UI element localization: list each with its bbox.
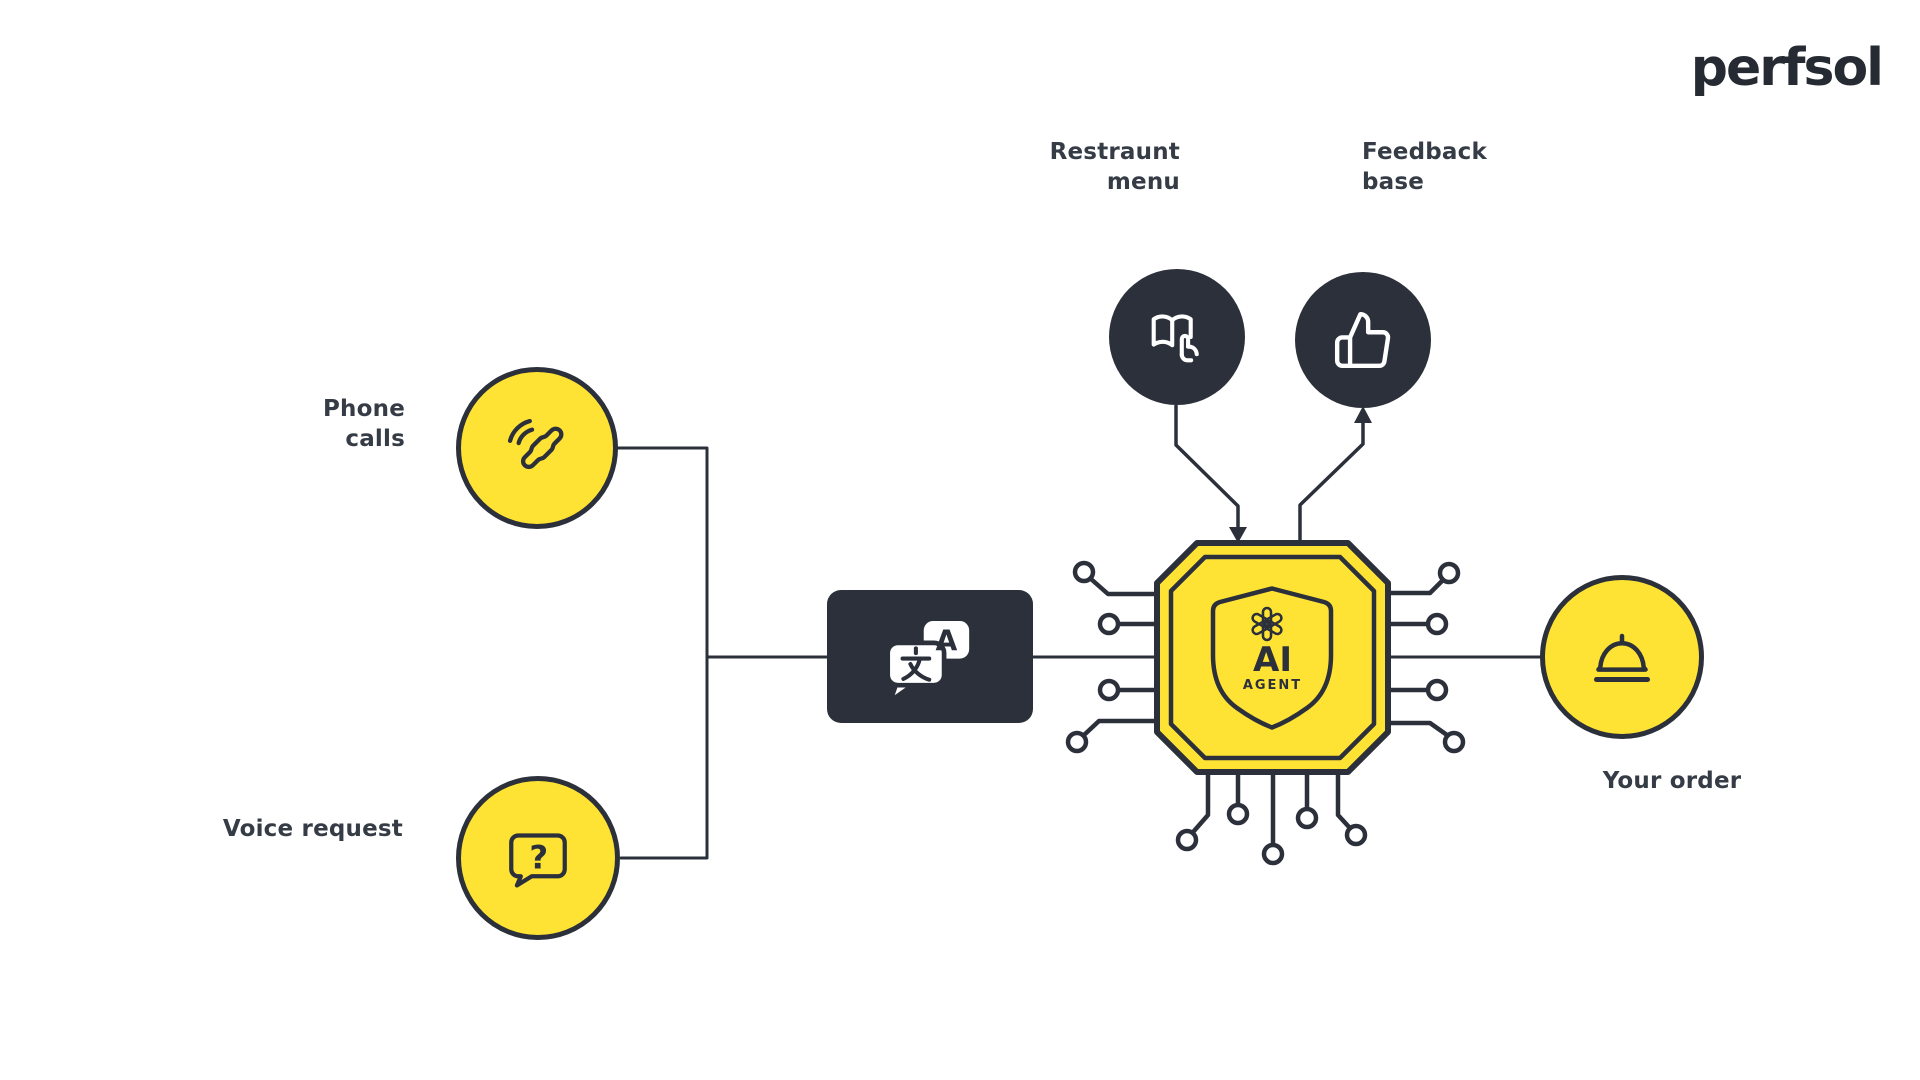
- wire-phone-voice-trunk: [616, 446, 709, 860]
- hanzi-glyph: [900, 645, 932, 682]
- feedback-base-label: Feedback base: [1362, 139, 1487, 195]
- your-order-label: Your order: [1602, 768, 1742, 794]
- arrow-chip-to-feedback: [1298, 420, 1365, 545]
- cloche-icon: [1593, 633, 1651, 683]
- ai-agent-title: AI: [1253, 640, 1292, 680]
- translate-icon: A: [885, 620, 970, 701]
- openai-logo-icon: [1251, 606, 1283, 642]
- feedback-base-node: [1295, 272, 1431, 408]
- shield-outline: [1210, 586, 1334, 730]
- svg-text:?: ?: [529, 839, 548, 877]
- ai-agent-subtitle: AGENT: [1242, 678, 1303, 693]
- menu-book-icon: [1151, 314, 1199, 363]
- restaurant-menu-label: Restraunt menu: [1049, 139, 1180, 195]
- restaurant-menu-node: [1109, 269, 1245, 405]
- ai-agent-chip: [1154, 540, 1391, 775]
- question-bubble-icon: ?: [509, 833, 567, 888]
- arrowhead-into-chip: [1229, 527, 1247, 543]
- phone-icon: [507, 418, 564, 470]
- voice-request-label: Voice request: [222, 816, 403, 842]
- voice-request-node: ?: [456, 776, 620, 940]
- arrow-menu-to-chip: [1174, 404, 1240, 530]
- chip-outer-octagon: [1154, 540, 1391, 775]
- translator-node: A: [827, 590, 1033, 723]
- arrowhead-into-feedback: [1354, 406, 1372, 423]
- latin-glyph: A: [936, 624, 958, 657]
- perfsol-logo: perfsol: [1690, 38, 1884, 98]
- your-order-node: [1540, 575, 1704, 739]
- pin-terminals: [1065, 560, 1466, 866]
- thumbs-up-icon: [1334, 311, 1391, 369]
- chip-inner-octagon: [1168, 554, 1377, 761]
- phone-calls-node: [456, 367, 618, 529]
- phone-calls-label: Phone calls: [322, 396, 405, 452]
